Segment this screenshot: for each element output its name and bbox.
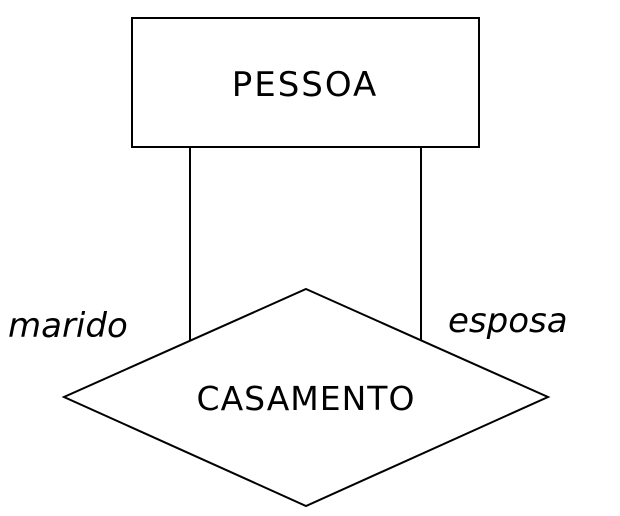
- left-role-label: marido: [8, 306, 128, 346]
- relationship-label: CASAMENTO: [197, 379, 416, 418]
- entity-label: PESSOA: [232, 65, 379, 105]
- relationship-diamond: [61, 287, 551, 508]
- entity-box: [131, 17, 480, 148]
- right-role-label: esposa: [448, 301, 568, 341]
